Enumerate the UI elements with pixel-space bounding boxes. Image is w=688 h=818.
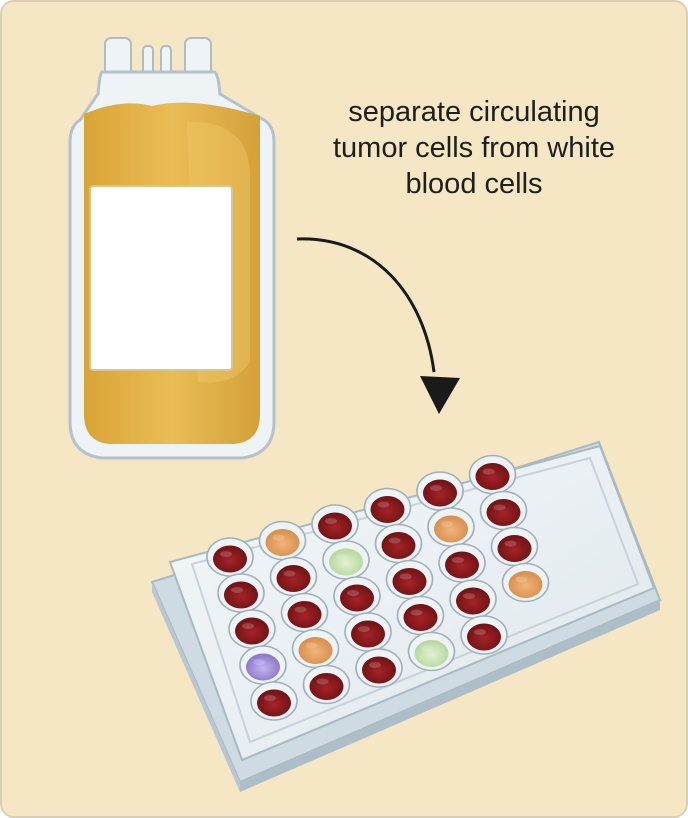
well-orange: [508, 571, 543, 598]
well-red: [392, 568, 427, 595]
well-red: [403, 604, 438, 631]
well-shine: [474, 629, 486, 635]
well-red: [287, 601, 322, 628]
arrow-head: [420, 376, 460, 414]
well-red: [381, 532, 416, 559]
well-shine: [272, 534, 285, 541]
well-red: [445, 551, 479, 579]
well-red: [456, 587, 490, 615]
well-green: [414, 640, 449, 667]
blood-bag-icon: [68, 37, 276, 460]
curved-arrow-icon: [296, 237, 460, 414]
well-shine: [463, 593, 475, 599]
well-shine: [253, 659, 265, 665]
well-shine: [369, 662, 381, 668]
well-red: [318, 512, 352, 540]
well-shine: [242, 623, 254, 629]
well-orange: [298, 637, 333, 664]
well-shine: [325, 518, 337, 524]
caption: separate circulating tumor cells from wh…: [304, 94, 644, 202]
well-shine: [430, 485, 442, 491]
well-shine: [264, 695, 276, 701]
well-shine: [336, 554, 348, 560]
well-shine: [283, 570, 296, 577]
plate-base-side-front: [240, 600, 660, 792]
well-red: [467, 623, 501, 651]
well-shine: [316, 678, 329, 685]
caption-line-3: blood cells: [405, 168, 543, 200]
well-purple: [246, 653, 280, 681]
well-shine: [388, 537, 401, 544]
well-shine: [452, 557, 464, 563]
well-shine: [377, 501, 390, 508]
well-green: [329, 548, 363, 576]
plate-base-side-left: [152, 582, 240, 792]
well-shine: [399, 573, 412, 580]
well-red: [486, 499, 521, 526]
well-red: [362, 656, 396, 684]
well-red: [213, 545, 247, 573]
well-red: [276, 565, 311, 592]
well-shine: [305, 642, 318, 649]
well-shine: [493, 504, 506, 511]
well-red: [224, 581, 258, 609]
well-shine: [358, 626, 370, 632]
caption-line-1: separate circulating: [348, 96, 600, 128]
well-shine: [231, 587, 243, 593]
caption-line-2: tumor cells from white: [332, 132, 615, 164]
well-shine: [515, 576, 528, 583]
bag-label: [89, 185, 233, 371]
well-red: [257, 689, 291, 717]
plate-wells: [206, 454, 550, 721]
well-red: [423, 479, 457, 507]
well-red: [309, 673, 344, 700]
well-orange: [265, 529, 300, 556]
well-red: [340, 584, 374, 612]
well-shine: [347, 590, 359, 596]
well-red: [497, 535, 532, 562]
well-red: [370, 496, 405, 523]
well-shine: [421, 645, 434, 652]
well-shine: [504, 540, 517, 547]
well-red: [475, 463, 510, 490]
well-shine: [294, 606, 307, 613]
well-red: [351, 620, 385, 648]
well-orange: [434, 515, 468, 543]
well-red: [235, 617, 269, 645]
well-shine: [410, 609, 423, 616]
well-plate-icon: [150, 440, 662, 792]
well-shine: [220, 551, 232, 557]
well-shine: [482, 468, 495, 475]
well-shine: [441, 521, 453, 527]
